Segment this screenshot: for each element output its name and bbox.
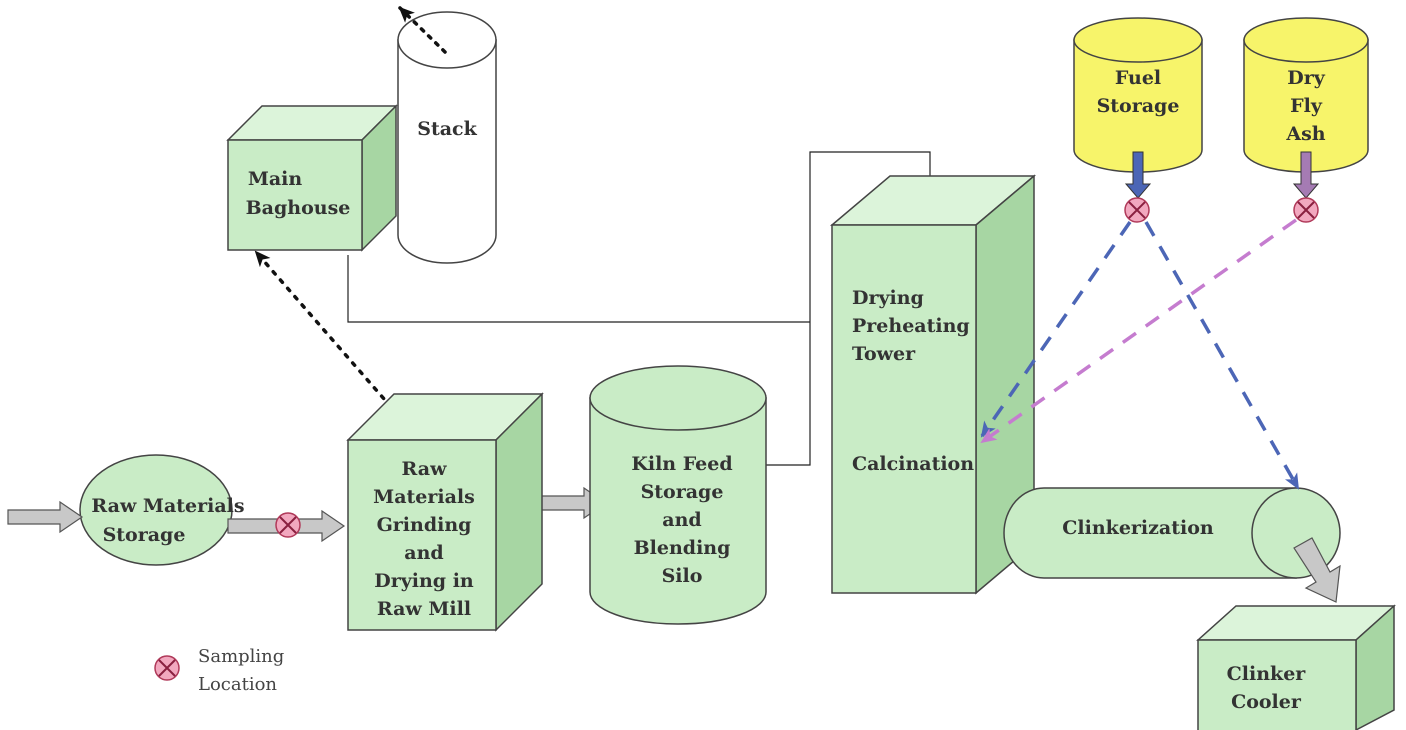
clinker-cooler-box: Clinker Cooler [1196,604,1396,730]
tower-label-2: Preheating [852,315,970,337]
legend: Sampling Location [154,646,284,695]
kiln-feed-label-4: Blending [634,537,731,559]
connector-lines [347,151,935,466]
sampling-marker-fuel [1124,197,1150,223]
legend-label-2: Location [198,674,277,695]
raw-mill-box: Raw Materials Grinding and Drying in Raw… [346,392,544,632]
raw-mill-label-3: Grinding [377,514,472,536]
sampling-marker-raw [275,512,301,538]
legend-label-1: Sampling [198,646,284,667]
rotary-kiln: Clinkerization [1003,487,1341,579]
fuel-storage-label-2: Storage [1097,95,1180,117]
fuel-and-ash-flows [980,218,1300,490]
stack-label: Stack [417,118,477,140]
fuel-storage-cylinder: Fuel Storage [1073,17,1203,173]
ash-to-calciner-flow [980,218,1298,444]
dry-fly-ash-label-3: Ash [1285,123,1325,145]
dry-fly-ash-cylinder: Dry Fly Ash [1243,17,1369,173]
dry-fly-ash-label-2: Fly [1290,95,1323,117]
dust-flows [254,6,447,417]
kiln-feed-label-3: and [662,509,701,531]
input-arrow [7,500,84,534]
stack-exhaust-flow [398,6,447,54]
baghouse-connector [347,255,810,323]
tank-feed-arrows [1124,151,1320,199]
fuel-storage-label-1: Fuel [1115,67,1161,89]
sampling-marker-ash [1293,197,1319,223]
kiln-feed-label-5: Silo [662,565,703,587]
main-baghouse-label-1: Main [248,168,303,190]
raw-mill-label-5: Drying in [374,570,474,592]
raw-mill-label-4: and [404,542,443,564]
raw-mill-label-2: Materials [373,486,475,508]
clinker-cooler-label-1: Clinker [1227,663,1307,685]
raw-mill-label-1: Raw [402,458,448,480]
tower-label-3: Tower [852,343,916,365]
main-baghouse-label-2: Baghouse [246,197,351,219]
kiln-feed-silo: Kiln Feed Storage and Blending Silo [589,365,767,625]
kiln-feed-label-2: Storage [641,481,724,503]
stack-cylinder: Stack [397,11,497,264]
calcination-label: Calcination [852,453,974,475]
circle-x-icon [154,655,180,681]
kiln-to-cooler-arrow [1293,537,1341,603]
raw-mill-dust-flow [254,250,400,417]
main-baghouse-box: Main Baghouse [226,104,398,252]
raw-materials-storage-label-2: Storage [103,524,186,546]
preheating-tower: Drying Preheating Tower Calcination [829,174,1037,595]
silo-to-tower-connector [762,151,935,466]
raw-materials-storage: Raw Materials Storage [79,454,245,566]
raw-mill-label-6: Raw Mill [377,598,471,620]
dry-fly-ash-label-1: Dry [1287,67,1325,89]
tower-label-1: Drying [852,287,924,309]
fuel-to-calciner-flow [980,221,1132,438]
kiln-feed-label-1: Kiln Feed [631,453,732,475]
fuel-to-kiln-flow [1144,221,1300,490]
raw-materials-storage-label-1: Raw Materials [91,495,244,517]
clinkerization-label: Clinkerization [1062,517,1214,539]
clinker-cooler-label-2: Cooler [1231,691,1302,713]
